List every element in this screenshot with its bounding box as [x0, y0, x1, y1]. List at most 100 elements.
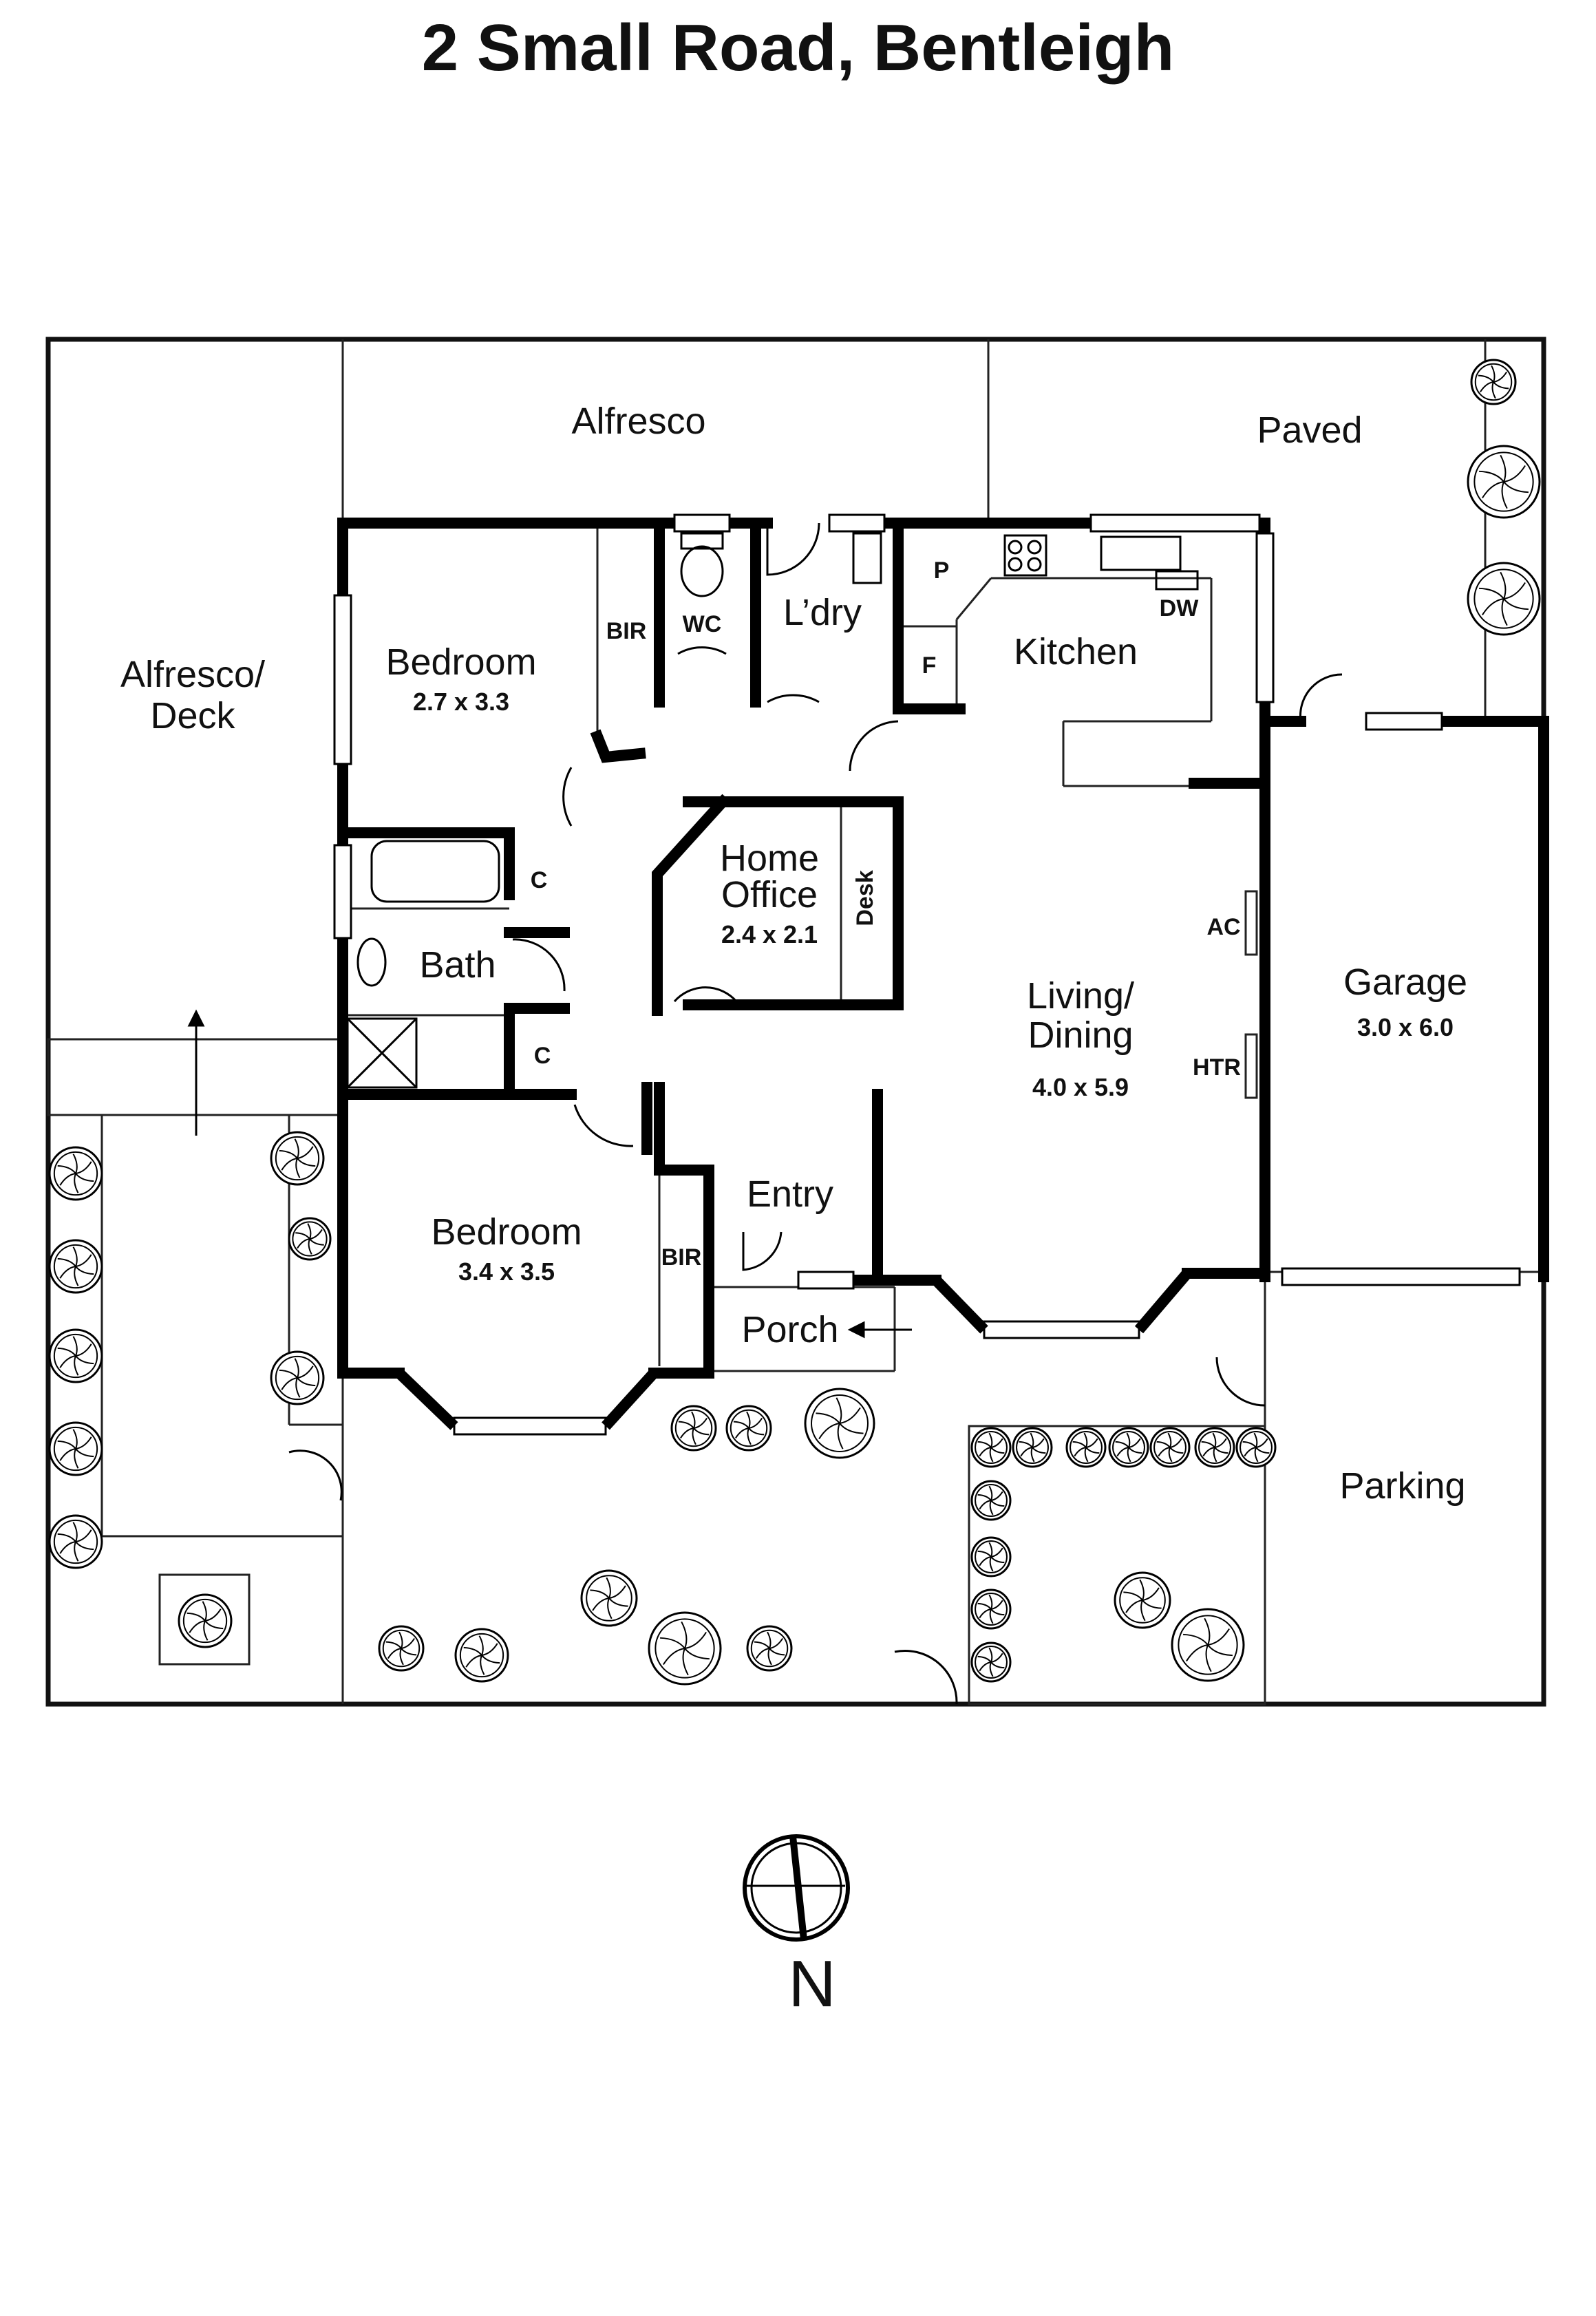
tree-branch [1019, 1441, 1033, 1448]
tree-branch [990, 1447, 1005, 1454]
tree-branch [1254, 1447, 1259, 1463]
tree-branch [663, 1648, 685, 1666]
tree-branch [988, 1647, 993, 1663]
tree-branch [1500, 571, 1507, 599]
tree-branch [1030, 1432, 1034, 1448]
bedroom2-label: Bedroom [431, 1211, 582, 1253]
tree-branch [74, 1266, 79, 1286]
tree-branch [1128, 1438, 1141, 1448]
tree-branch [1139, 1579, 1145, 1601]
tree-branch [769, 1648, 785, 1656]
tree-branch [990, 1653, 1003, 1663]
tree-canopy-ring [586, 1575, 632, 1622]
tree-branch [606, 1577, 611, 1599]
tree-branch [72, 1154, 78, 1174]
desk-label: Desk [852, 870, 878, 926]
tree-branch [767, 1631, 772, 1649]
tree-branch [281, 1158, 298, 1171]
tree-branch [1128, 1447, 1142, 1454]
tree-branch [385, 1641, 402, 1649]
bedroom2-size: 3.4 x 3.5 [458, 1257, 555, 1286]
home-office-label-line2: Office [721, 874, 818, 915]
tree-canopy-ring [459, 1633, 504, 1678]
tree-branch [1074, 1447, 1087, 1457]
tree-branch [1491, 381, 1496, 399]
tree-canopy-ring [674, 1409, 713, 1447]
tree-branch [660, 1637, 685, 1649]
tree-branch [767, 1648, 772, 1666]
tree-canopy-ring [292, 1221, 328, 1257]
htr-label: HTR [1193, 1054, 1241, 1081]
tree-canopy-ring [975, 1646, 1008, 1679]
tree-branch [59, 1266, 76, 1279]
laundry-label: L’dry [783, 592, 862, 633]
tree-branch [1032, 1438, 1045, 1448]
tree-branch [308, 1238, 312, 1255]
tree-branch [297, 1146, 314, 1159]
tree-branch [977, 1655, 992, 1663]
tree-branch [1212, 1432, 1217, 1448]
tree-branch [294, 1138, 299, 1159]
tree-canopy-ring [1474, 363, 1513, 401]
tree-branch [1142, 1587, 1160, 1601]
tree-branch [72, 1522, 78, 1542]
tree-canopy-ring [275, 1136, 320, 1181]
tree-branch [746, 1411, 751, 1429]
tree-branch [401, 1637, 415, 1649]
tree-branch [1140, 1600, 1146, 1622]
door-swings [288, 522, 1343, 1705]
fixtures [346, 532, 1199, 1089]
tree-branch [1183, 1633, 1209, 1646]
tree-canopy-ring [1153, 1431, 1187, 1464]
tree-canopy-ring [53, 1151, 98, 1196]
tree-branch [979, 1661, 992, 1672]
tree-branch [74, 1355, 79, 1376]
tree-branch [1125, 1600, 1143, 1613]
tree-branch [297, 1238, 310, 1249]
tree-canopy-ring [1016, 1431, 1049, 1464]
tree-branch [608, 1585, 626, 1599]
tree-branch [1123, 1591, 1143, 1601]
tree-branch [72, 1246, 78, 1267]
tree-branch [1478, 374, 1494, 383]
tree-branch [1127, 1447, 1131, 1463]
tree-branch [75, 1541, 94, 1551]
tree-branch [57, 1257, 76, 1267]
tree-branch [1030, 1447, 1035, 1463]
tree-branch [1115, 1441, 1129, 1448]
tree-branch [1083, 1432, 1088, 1448]
tree-branch [74, 1448, 79, 1469]
tree-branch [837, 1423, 844, 1449]
tree-branch [59, 1355, 76, 1368]
tree-branch [990, 1491, 1003, 1501]
closet1-label: C [531, 867, 548, 893]
tree-branch [733, 1421, 749, 1429]
bedroom1-label: Bedroom [385, 641, 536, 683]
closet2-label: C [534, 1043, 551, 1069]
tree-branch [1168, 1447, 1173, 1463]
tree-branch [398, 1631, 403, 1649]
sink [1100, 535, 1182, 571]
tree-branch [990, 1547, 1003, 1558]
tree-branch [297, 1158, 316, 1167]
ac-label: AC [1206, 914, 1240, 940]
tree-branch [480, 1655, 485, 1675]
bathtub [370, 840, 500, 903]
tree-branch [75, 1436, 92, 1449]
tree-branch [189, 1620, 206, 1633]
tree-branch [592, 1597, 610, 1611]
tree-branch [1479, 470, 1504, 482]
living-size: 4.0 x 5.9 [1032, 1073, 1129, 1101]
tree-branch [59, 1173, 76, 1186]
tree-branch [1186, 1644, 1209, 1662]
tree-branch [839, 1407, 861, 1424]
page-title: 2 Small Road, Bentleigh [421, 11, 1175, 85]
tree-branch [839, 1423, 864, 1434]
pantry-label: P [934, 557, 950, 584]
tree-branch [75, 1254, 92, 1267]
tree-branch [295, 1232, 310, 1240]
tree-branch [735, 1427, 749, 1439]
tree-branch [1214, 1447, 1228, 1454]
alfresco-label: Alfresco [571, 401, 705, 442]
tree-branch [608, 1597, 628, 1607]
